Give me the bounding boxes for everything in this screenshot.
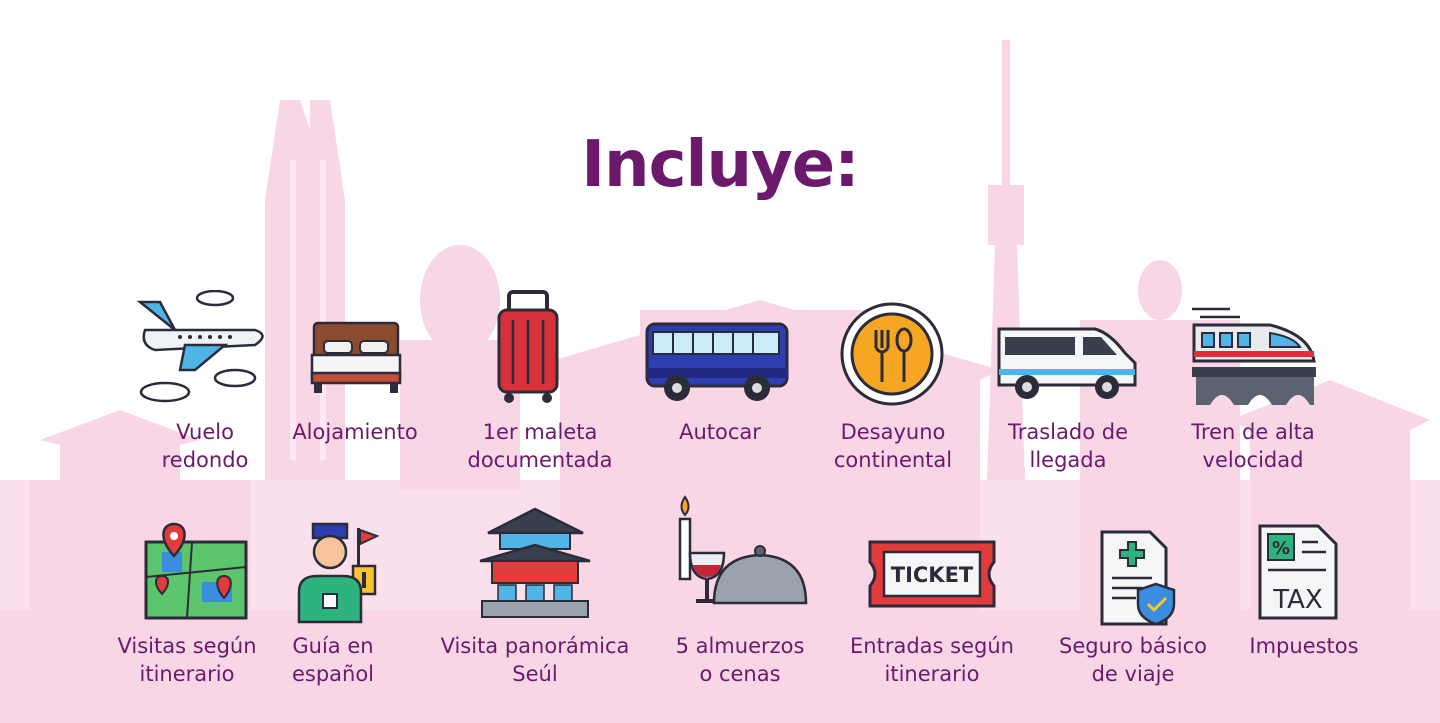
tax-document-icon: % TAX	[1258, 524, 1338, 620]
item-label-line1: Impuestos	[1249, 634, 1359, 658]
feature-item-taxes: Impuestos	[1236, 632, 1372, 660]
item-label-line2: llegada	[1029, 448, 1107, 472]
item-label-line2: redondo	[161, 448, 249, 472]
feature-item-visits: Visitas según itinerario	[100, 632, 274, 688]
suitcase-icon	[497, 290, 559, 403]
item-label-line2: itinerario	[139, 662, 235, 686]
item-label-line2: de viaje	[1091, 662, 1175, 686]
feature-item-lodging: Alojamiento	[282, 418, 428, 446]
feature-item-luggage: 1er maleta documentada	[450, 418, 630, 474]
tax-text: TAX	[1272, 585, 1322, 615]
feature-item-flight: Vuelo redondo	[150, 418, 260, 474]
feature-item-transfer: Traslado de llegada	[990, 418, 1146, 474]
ticket-text: TICKET	[891, 563, 974, 587]
bus-icon	[645, 322, 789, 401]
item-label-line1: 1er maleta	[482, 420, 598, 444]
ticket-icon: TICKET	[868, 540, 996, 608]
item-label-line1: Autocar	[679, 420, 761, 444]
item-label-line2: español	[291, 662, 375, 686]
korean-palace-icon	[479, 507, 591, 618]
item-label-line2: o cenas	[699, 662, 781, 686]
item-label-line2: Seúl	[512, 662, 558, 686]
van-icon	[997, 327, 1137, 399]
item-label-line1: Seguro básico	[1059, 634, 1207, 658]
insurance-document-icon	[1100, 530, 1176, 626]
item-label-line2: velocidad	[1202, 448, 1304, 472]
item-label-line1: Traslado de	[1008, 420, 1128, 444]
dinner-icon	[678, 495, 808, 605]
page-title: Incluye:	[581, 128, 860, 202]
item-label-line1: Vuelo	[176, 420, 234, 444]
bed-icon	[310, 321, 402, 393]
item-label-line1: Desayuno	[840, 420, 946, 444]
feature-item-tickets: Entradas según itinerario	[830, 632, 1034, 688]
item-label-line2: itinerario	[884, 662, 980, 686]
item-label-line1: Visitas según	[117, 634, 257, 658]
feature-item-train: Tren de alta velocidad	[1175, 418, 1331, 474]
item-label-line1: Entradas según	[850, 634, 1014, 658]
feature-item-panoramic: Visita panorámica Seúl	[418, 632, 652, 688]
item-label-line2: continental	[833, 448, 953, 472]
feature-item-coach: Autocar	[660, 418, 780, 446]
feature-item-meals: 5 almuerzos o cenas	[660, 632, 820, 688]
map-pins-icon	[144, 522, 248, 620]
item-label-line1: Guía en	[292, 634, 374, 658]
tour-guide-icon	[297, 522, 380, 624]
item-label-line1: Visita panorámica	[440, 634, 630, 658]
item-label-line2: documentada	[467, 448, 613, 472]
item-label-line1: Alojamiento	[292, 420, 418, 444]
airplane-icon	[136, 290, 264, 403]
plate-cutlery-icon	[840, 302, 944, 406]
feature-item-guide: Guía en español	[275, 632, 391, 688]
item-label-line1: Tren de alta	[1191, 420, 1315, 444]
feature-item-breakfast: Desayuno continental	[820, 418, 966, 474]
bullet-train-icon	[1192, 307, 1316, 405]
svg-text:%: %	[1272, 538, 1290, 559]
item-label-line1: 5 almuerzos	[675, 634, 805, 658]
feature-item-insurance: Seguro básico de viaje	[1042, 632, 1224, 688]
